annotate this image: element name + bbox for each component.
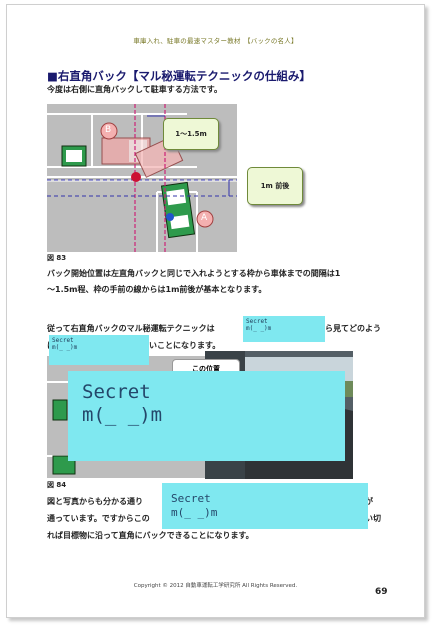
paragraph-1-line-2: ～1.5m程、枠の手前の線からは1m前後が基本となります。: [47, 285, 267, 294]
secret-box-medium: Secret m(_ _)m: [162, 483, 368, 529]
figure-83-label: 図 83: [47, 254, 67, 262]
secret-box-small-1: Secret m(_ _)m: [243, 316, 325, 342]
paragraph-3-line-3: れば目標物に沿って直角にバックできることになります。: [47, 531, 254, 540]
callout-front: 1m 前後: [247, 167, 303, 205]
copyright-footer: Copyright © 2012 自動車運転工学研究所 All Rights R…: [133, 583, 298, 589]
secret-box-small-2-line1: Secret: [52, 337, 74, 344]
paragraph-3-line-1a: 図と写真からも分かる通り: [47, 497, 143, 506]
secret-box-small-1-line1: Secret: [246, 318, 268, 325]
document-page: 車庫入れ、駐車の最速マスター教材 【バックの名人】 ■右直角バック【マル秘運転テ…: [6, 4, 425, 618]
figure-84-label: 図 84: [47, 481, 67, 489]
secret-box-small-2-line2: m(_ _)m: [52, 344, 78, 351]
label-a: A: [201, 213, 208, 223]
intro-text: 今度は右側に直角バックして駐車する方法です。: [47, 85, 222, 94]
label-b: B: [105, 125, 112, 135]
callout-distance: 1～1.5m: [163, 118, 219, 150]
section-title: ■右直角バック【マル秘運転テクニックの仕組み】: [47, 69, 311, 83]
secret-box-medium-line2: m(_ _)m: [171, 506, 218, 519]
paragraph-3-line-2b: い切: [365, 514, 381, 523]
secret-box-small-2: Secret m(_ _)m: [49, 335, 149, 365]
paragraph-3-line-1b: が: [365, 497, 373, 506]
paragraph-1-line-1: バック開始位置は左直角バックと同じで入れようとする枠から車体までの間隔は1: [47, 269, 341, 278]
secret-box-large-line1: Secret: [82, 381, 151, 403]
secret-box-small-1-line2: m(_ _)m: [246, 325, 272, 332]
parking-diagram: B A: [47, 104, 237, 252]
secret-box-large-line2: m(_ _)m: [82, 404, 163, 426]
page-number: 69: [375, 587, 388, 597]
paragraph-2-line-1b: ら見てどのよう: [325, 324, 381, 333]
paragraph-2-line-2b: いことになります。: [149, 341, 221, 350]
page-header: 車庫入れ、駐車の最速マスター教材 【バックの名人】: [133, 37, 298, 45]
secret-box-medium-line1: Secret: [171, 492, 211, 505]
secret-box-large: Secret m(_ _)m: [68, 371, 345, 461]
paragraph-3-line-2a: 通っています。ですからこの: [47, 514, 150, 523]
paragraph-2-line-1a: 従って右直角バックのマル秘運転テクニックは: [47, 324, 215, 333]
